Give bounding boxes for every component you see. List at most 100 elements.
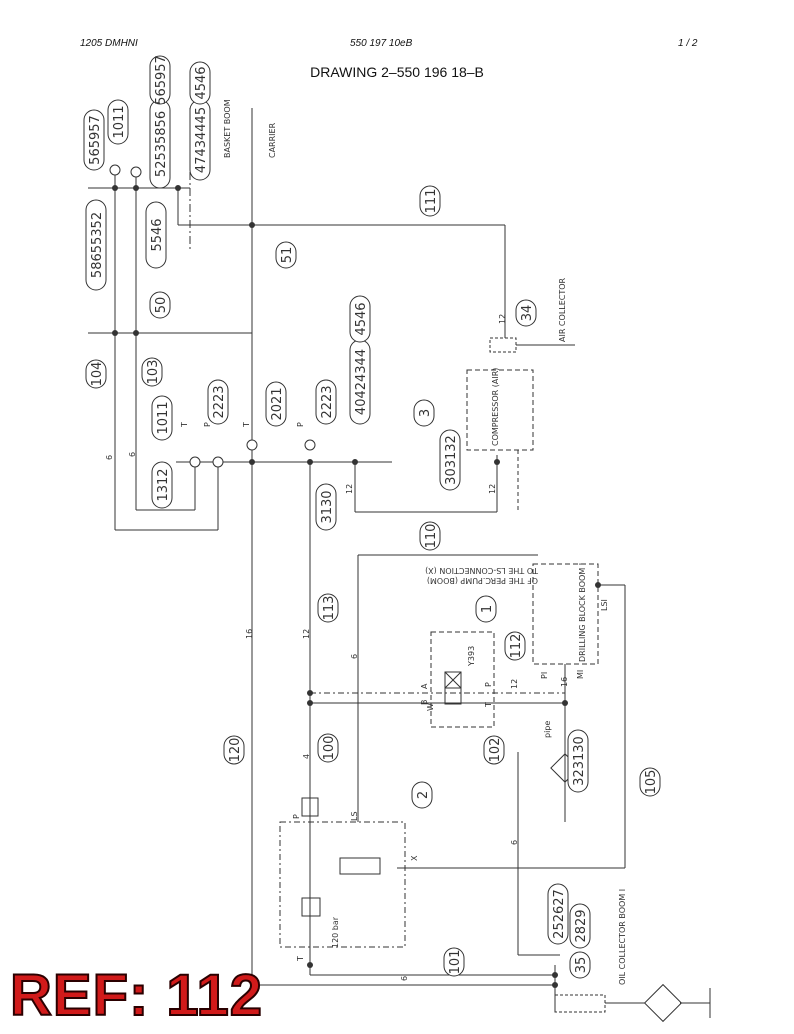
bubble-35: 35	[569, 951, 591, 979]
line-size-label: 6	[350, 654, 359, 659]
line-size-label: 12	[488, 484, 497, 494]
bubble-111: 111	[419, 185, 441, 217]
svg-text:111: 111	[424, 189, 439, 214]
svg-text:110: 110	[424, 524, 439, 549]
line-size-label: 6	[128, 452, 137, 457]
svg-text:323130: 323130	[572, 736, 587, 786]
oil-collector-block	[554, 994, 606, 1013]
bubble-323130: 323130	[567, 729, 589, 793]
svg-text:2223: 2223	[212, 385, 227, 418]
compressor-label: COMPRESSOR (AIR)	[491, 368, 500, 446]
drilling-block-box	[532, 563, 599, 665]
svg-text:3: 3	[418, 409, 433, 417]
bubble-5865: 58655352	[85, 199, 107, 291]
bubble-565957-a: 565957	[83, 109, 105, 171]
oil-collector-label: OIL COLLECTOR BOOM I	[618, 889, 627, 985]
svg-text:565957: 565957	[154, 55, 169, 105]
bubble-1011-a: 1011	[107, 99, 129, 145]
svg-text:2223: 2223	[320, 385, 335, 418]
svg-text:4546: 4546	[354, 302, 369, 335]
bubble-120: 120	[223, 735, 245, 765]
bubble-113: 113	[317, 593, 339, 623]
port-label: PI	[540, 672, 549, 679]
svg-text:2021: 2021	[270, 387, 285, 420]
ls-shuttle	[339, 857, 381, 875]
relief-setting-label: 120 bar	[331, 916, 340, 948]
bubble-50: 50	[149, 291, 171, 319]
line-size-label: 6	[400, 976, 409, 981]
bubble-105: 105	[639, 767, 661, 797]
line-size-label: 4	[302, 754, 311, 759]
bubble-34: 34	[515, 299, 537, 327]
svg-text:51: 51	[280, 247, 295, 264]
pipe-label: pipe	[543, 721, 552, 738]
bubble-2223-a: 2223	[207, 379, 229, 425]
port-label: P	[203, 422, 212, 427]
port-label: T	[296, 956, 305, 962]
svg-text:34: 34	[520, 305, 535, 322]
svg-text:565957: 565957	[88, 115, 103, 165]
line-size-label: 12	[345, 484, 354, 494]
header-page-number: 1 / 2	[678, 38, 698, 49]
compressor-box	[466, 369, 534, 451]
bubble-51: 51	[275, 241, 297, 269]
bubble-1312: 1312	[151, 461, 173, 509]
line-size-label: 6	[510, 840, 519, 845]
pump-2-box	[279, 821, 406, 948]
line-size-label: 6	[105, 455, 114, 460]
relief-valve	[301, 897, 321, 917]
svg-text:252627: 252627	[552, 889, 567, 939]
svg-text:1011: 1011	[156, 401, 171, 434]
bubble-3: 3	[413, 399, 435, 427]
line-size-label: 16	[560, 677, 569, 687]
valve-1-box	[430, 631, 495, 728]
svg-text:1312: 1312	[156, 468, 171, 501]
bubble-112: 112	[504, 631, 526, 661]
drawing-title: DRAWING 2–550 196 18–B	[310, 64, 484, 80]
svg-text:58655352: 58655352	[90, 212, 105, 278]
port-label: T	[180, 422, 189, 428]
air-collector-block	[489, 337, 517, 353]
carrier-label: CARRIER	[268, 122, 277, 158]
drilling-block-label: DRILLING BLOCK BOOM I	[578, 563, 587, 662]
header-doc-id: 1205 DMHNI	[80, 38, 138, 49]
bubble-104: 104	[85, 359, 107, 389]
bubble-2021: 2021	[265, 381, 287, 427]
bubble-100: 100	[317, 733, 339, 763]
bubble-252627: 252627	[547, 883, 569, 945]
bubble-3130: 3130	[315, 483, 337, 531]
svg-text:3130: 3130	[320, 490, 335, 523]
svg-text:101: 101	[448, 950, 463, 975]
port-label: P	[296, 422, 305, 427]
bubble-1: 1	[475, 595, 497, 623]
port-label: P	[292, 814, 301, 819]
port-label: P	[484, 682, 493, 687]
bubble-2223-b: 2223	[315, 379, 337, 425]
bubble-101: 101	[443, 947, 465, 977]
svg-text:1011: 1011	[112, 105, 127, 138]
svg-text:52535856: 52535856	[154, 111, 169, 177]
bubble-2829: 2829	[569, 903, 591, 949]
svg-text:120: 120	[228, 738, 243, 763]
line-size-label: 12	[510, 679, 519, 689]
bubble-5258: 52535856	[149, 99, 171, 189]
svg-text:1: 1	[480, 605, 495, 613]
port-label: B	[420, 700, 429, 706]
valve-code-label: Y393	[467, 646, 476, 667]
oil-filter-symbol	[643, 983, 683, 1023]
bubble-4546-top: 4546	[189, 61, 211, 105]
svg-text:5546: 5546	[150, 218, 165, 251]
svg-text:35: 35	[574, 957, 589, 974]
bubble-565957-b: 565957	[149, 55, 171, 105]
svg-text:104: 104	[90, 362, 105, 387]
bubble-1011-b: 1011	[151, 395, 173, 441]
svg-text:105: 105	[644, 770, 659, 795]
port-label: X	[410, 855, 419, 861]
port-label: T	[242, 422, 251, 428]
port-label: W	[426, 703, 435, 711]
port-label: LSI	[600, 599, 609, 611]
svg-text:50: 50	[154, 297, 169, 314]
bubble-2: 2	[411, 781, 433, 809]
svg-text:2829: 2829	[574, 909, 589, 942]
